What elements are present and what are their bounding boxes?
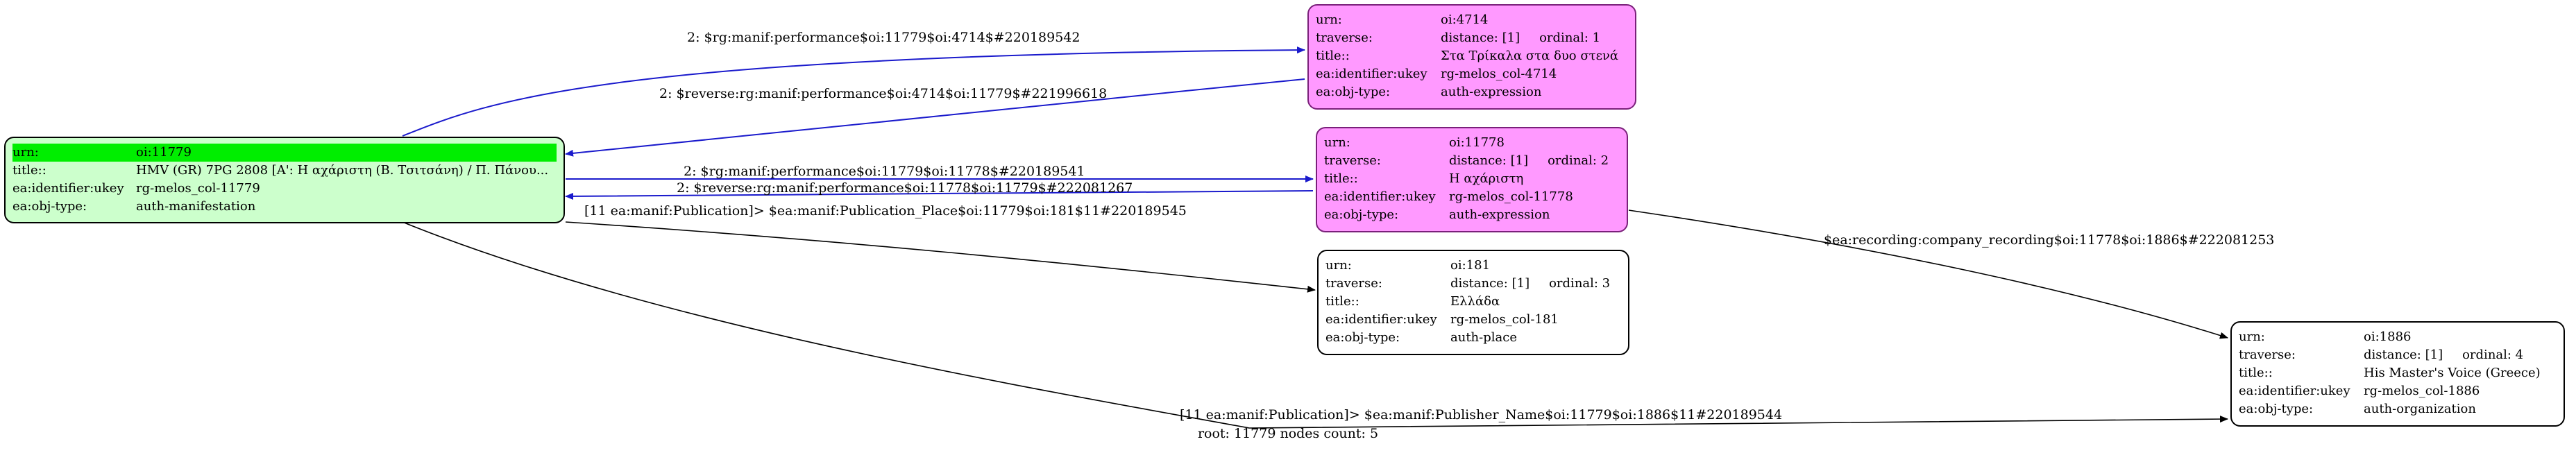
node-row-traverse: traverse:distance: [1]ordinal: 2 <box>1324 153 1609 168</box>
edge-label-e1: 2: $rg:manif:performance$oi:11779$oi:471… <box>687 30 1080 45</box>
edge-label-e7: [11 ea:manif:Publication]> $ea:manif:Pub… <box>1180 407 1782 422</box>
node-row-title: title::Ελλάδα <box>1325 294 1500 309</box>
node-row-type: ea:obj-type:auth-expression <box>1324 207 1550 222</box>
node-row-urn: urn:oi:4714 <box>1316 12 1489 27</box>
node-oi-181[interactable]: urn:oi:181 traverse:distance: [1]ordinal… <box>1317 250 1629 355</box>
node-row-type: ea:obj-type:auth-organization <box>2239 402 2476 416</box>
node-row-traverse: traverse:distance: [1]ordinal: 3 <box>1325 276 1611 291</box>
node-row-type: ea:obj-type:auth-place <box>1325 330 1517 345</box>
edge-company-recording-11778-1886 <box>1628 210 2228 339</box>
edge-reverse-11778-11779 <box>565 190 1314 200</box>
edge-label-e3: 2: $rg:manif:performance$oi:11779$oi:117… <box>684 164 1085 179</box>
edge-publisher-name-11779-1886 <box>402 221 2228 429</box>
graph-footer: root: 11779 nodes count: 5 <box>1197 426 1379 441</box>
node-row-title: title::His Master's Voice (Greece) <box>2239 366 2541 380</box>
node-row-type: ea:obj-type:auth-expression <box>1316 85 1542 99</box>
node-row-urn: urn:oi:11778 <box>1324 135 1505 150</box>
edge-performance-11779-4714 <box>402 46 1305 137</box>
node-row-urn: urn:oi:1886 <box>2239 330 2412 344</box>
node-oi-11779-root[interactable]: urn:oi:11779 title::HMV (GR) 7PG 2808 [Α… <box>4 137 565 223</box>
node-row-urn: urn:oi:11779 <box>12 144 557 162</box>
node-oi-4714[interactable]: urn:oi:4714 traverse:distance: [1]ordina… <box>1307 4 1636 110</box>
node-oi-11778[interactable]: urn:oi:11778 traverse:distance: [1]ordin… <box>1316 127 1628 232</box>
node-row-urn: urn:oi:181 <box>1325 258 1491 273</box>
node-row-title: title::HMV (GR) 7PG 2808 [Α': Η αχάριστη… <box>12 163 549 178</box>
edge-label-e4: 2: $reverse:rg:manif:performance$oi:1177… <box>677 180 1133 196</box>
edge-publication-place-11779-181 <box>565 221 1316 293</box>
node-row-traverse: traverse:distance: [1]ordinal: 1 <box>1316 31 1601 45</box>
node-oi-1886[interactable]: urn:oi:1886 traverse:distance: [1]ordina… <box>2230 321 2565 427</box>
edge-label-e2: 2: $reverse:rg:manif:performance$oi:4714… <box>659 86 1107 101</box>
edge-label-e6: $ea:recording:company_recording$oi:11778… <box>1824 232 2274 248</box>
node-row-title: title::Στα Τρίκαλα στα δυο στενά <box>1316 49 1619 63</box>
node-row-traverse: traverse:distance: [1]ordinal: 4 <box>2239 348 2524 362</box>
edge-label-e5: [11 ea:manif:Publication]> $ea:manif:Pub… <box>584 203 1187 219</box>
node-row-title: title::Η αχάριστη <box>1324 171 1524 186</box>
node-row-type: ea:obj-type:auth-manifestation <box>12 199 256 214</box>
